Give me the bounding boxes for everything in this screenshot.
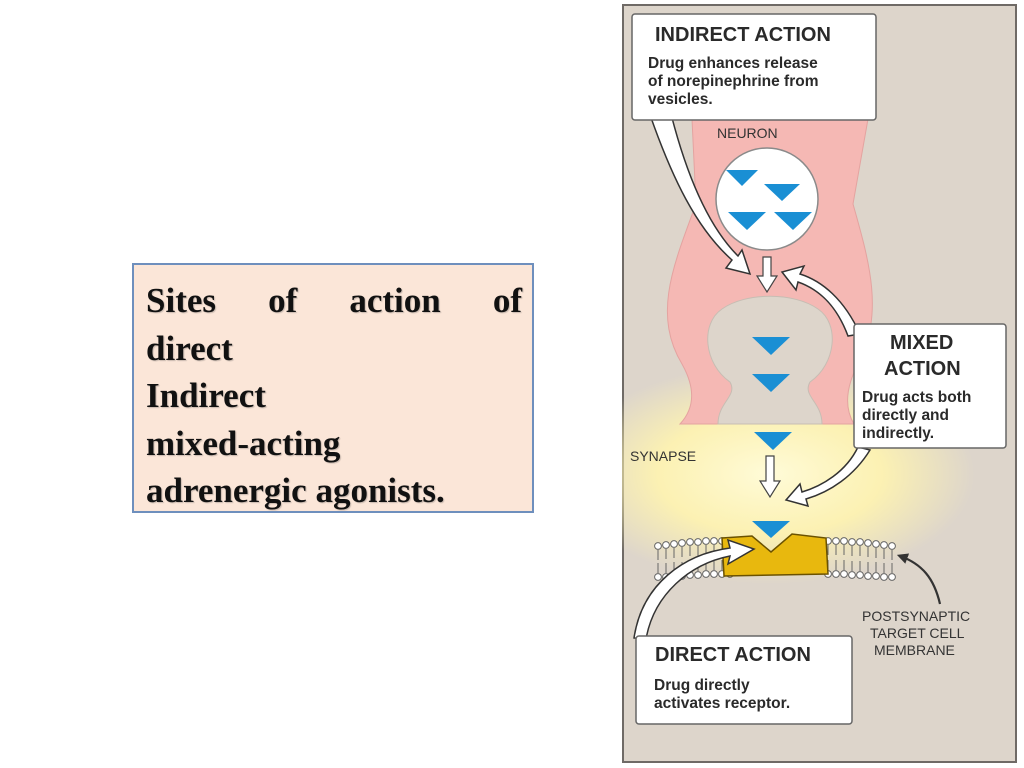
mixed-action-title-1: MIXED: [890, 332, 953, 354]
membrane-label-line-1: POSTSYNAPTIC: [862, 608, 970, 624]
mixed-action-line-3: indirectly.: [862, 425, 934, 442]
word-of: of: [268, 281, 298, 320]
word-sites: Sites: [146, 281, 216, 320]
mixed-arrow-lower: [784, 446, 872, 508]
text-line-agonists: adrenergic agonists.: [146, 471, 445, 510]
membrane-right: [824, 537, 896, 581]
indirect-action-line-1: Drug enhances release: [648, 55, 818, 72]
synaptic-bulb: [707, 295, 833, 425]
mixed-action-title-2: ACTION: [884, 358, 961, 380]
text-line-mixed: mixed-acting: [146, 423, 341, 463]
release-arrow-bottom: [758, 455, 782, 499]
text-line-1: Sites of action of: [146, 277, 522, 325]
direct-action-line-2: activates receptor.: [654, 695, 790, 712]
bulb-nt-2: [752, 374, 790, 392]
vesicle-nt-2: [764, 184, 800, 201]
mixed-action-line-2: directly and: [862, 407, 949, 424]
membrane-label-line-3: MEMBRANE: [874, 642, 955, 658]
cleft-nt: [754, 432, 792, 450]
vesicle-nt-3: [728, 212, 766, 230]
mixed-action-box: [853, 323, 1007, 449]
mixed-arrow-upper: [780, 264, 862, 337]
bound-nt: [752, 521, 790, 538]
indirect-action-box: [631, 13, 877, 121]
indirect-arrow: [646, 108, 752, 276]
indirect-action-line-3: vesicles.: [648, 91, 713, 108]
adrenergic-sites-figure: INDIRECT ACTION Drug enhances release of…: [622, 4, 1017, 763]
vesicle-nt-1: [726, 170, 758, 186]
bulb-nt-1: [752, 337, 790, 355]
text-line-indirect: Indirect: [146, 376, 266, 415]
text-line-direct: direct: [146, 328, 233, 368]
neuron-label: NEURON: [717, 125, 778, 141]
direct-action-title: DIRECT ACTION: [655, 644, 811, 666]
membrane-label-line-2: TARGET CELL: [870, 625, 965, 641]
release-arrow-top: [755, 256, 779, 294]
slide-text-box: Sites of action of direct Indirect mixed…: [132, 263, 534, 513]
membrane-pointer: [896, 553, 942, 605]
indirect-action-line-2: of norepinephrine from: [648, 73, 819, 90]
figure-svg: INDIRECT ACTION Drug enhances release of…: [622, 4, 1017, 763]
direct-action-box: [635, 635, 853, 725]
direct-arrow: [633, 538, 756, 640]
word-of-2: of: [492, 281, 522, 320]
word-action: action: [349, 281, 441, 320]
mixed-action-line-1: Drug acts both: [862, 389, 971, 406]
synapse-label: SYNAPSE: [630, 448, 696, 464]
vesicle: [715, 147, 819, 251]
receptor: [721, 533, 829, 577]
direct-action-line-1: Drug directly: [654, 677, 750, 694]
indirect-action-title: INDIRECT ACTION: [655, 24, 831, 46]
vesicle-nt-4: [774, 212, 812, 230]
